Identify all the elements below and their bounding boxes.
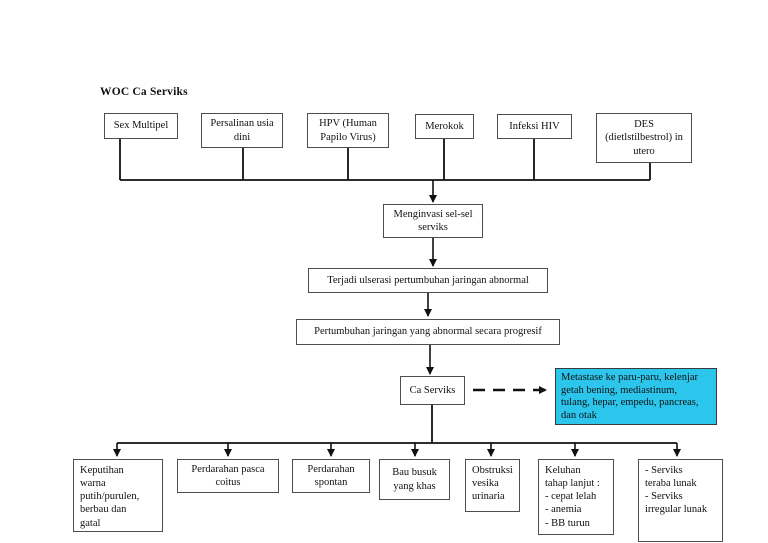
box-bau-busuk: Bau busuk yang khas [379,459,450,500]
metastasis-box: Metastase ke paru-paru, kelenjar getah b… [555,368,717,425]
box-infeksi-hiv: Infeksi HIV [497,114,572,139]
box-des-in-utero: DES (dietlstilbestrol) in utero [596,113,692,163]
box-keputihan: Keputihan warna putih/purulen, berbau da… [73,459,163,532]
box-keluhan-tahap-lanjut: Keluhan tahap lanjut : - cepat lelah - a… [538,459,614,535]
box-pertumbuhan-abnormal-progresif: Pertumbuhan jaringan yang abnormal secar… [296,319,560,345]
box-perdarahan-spontan: Perdarahan spontan [292,459,370,493]
box-sex-multipel: Sex Multipel [104,113,178,139]
box-hpv: HPV (Human Papilo Virus) [307,113,389,148]
page-title: WOC Ca Serviks [100,86,188,98]
box-menginvasi-sel-serviks: Menginvasi sel-sel serviks [383,204,483,238]
box-merokok: Merokok [415,114,474,139]
box-serviks-teraba-lunak: - Serviks teraba lunak - Serviks irregul… [638,459,723,542]
box-perdarahan-pasca-coitus: Perdarahan pasca coitus [177,459,279,493]
box-persalinan-usia-dini: Persalinan usia dini [201,113,283,148]
box-terjadi-ulserasi: Terjadi ulserasi pertumbuhan jaringan ab… [308,268,548,293]
box-ca-serviks: Ca Serviks [400,376,465,405]
box-obstruksi-vesika-urinaria: Obstruksi vesika urinaria [465,459,520,512]
